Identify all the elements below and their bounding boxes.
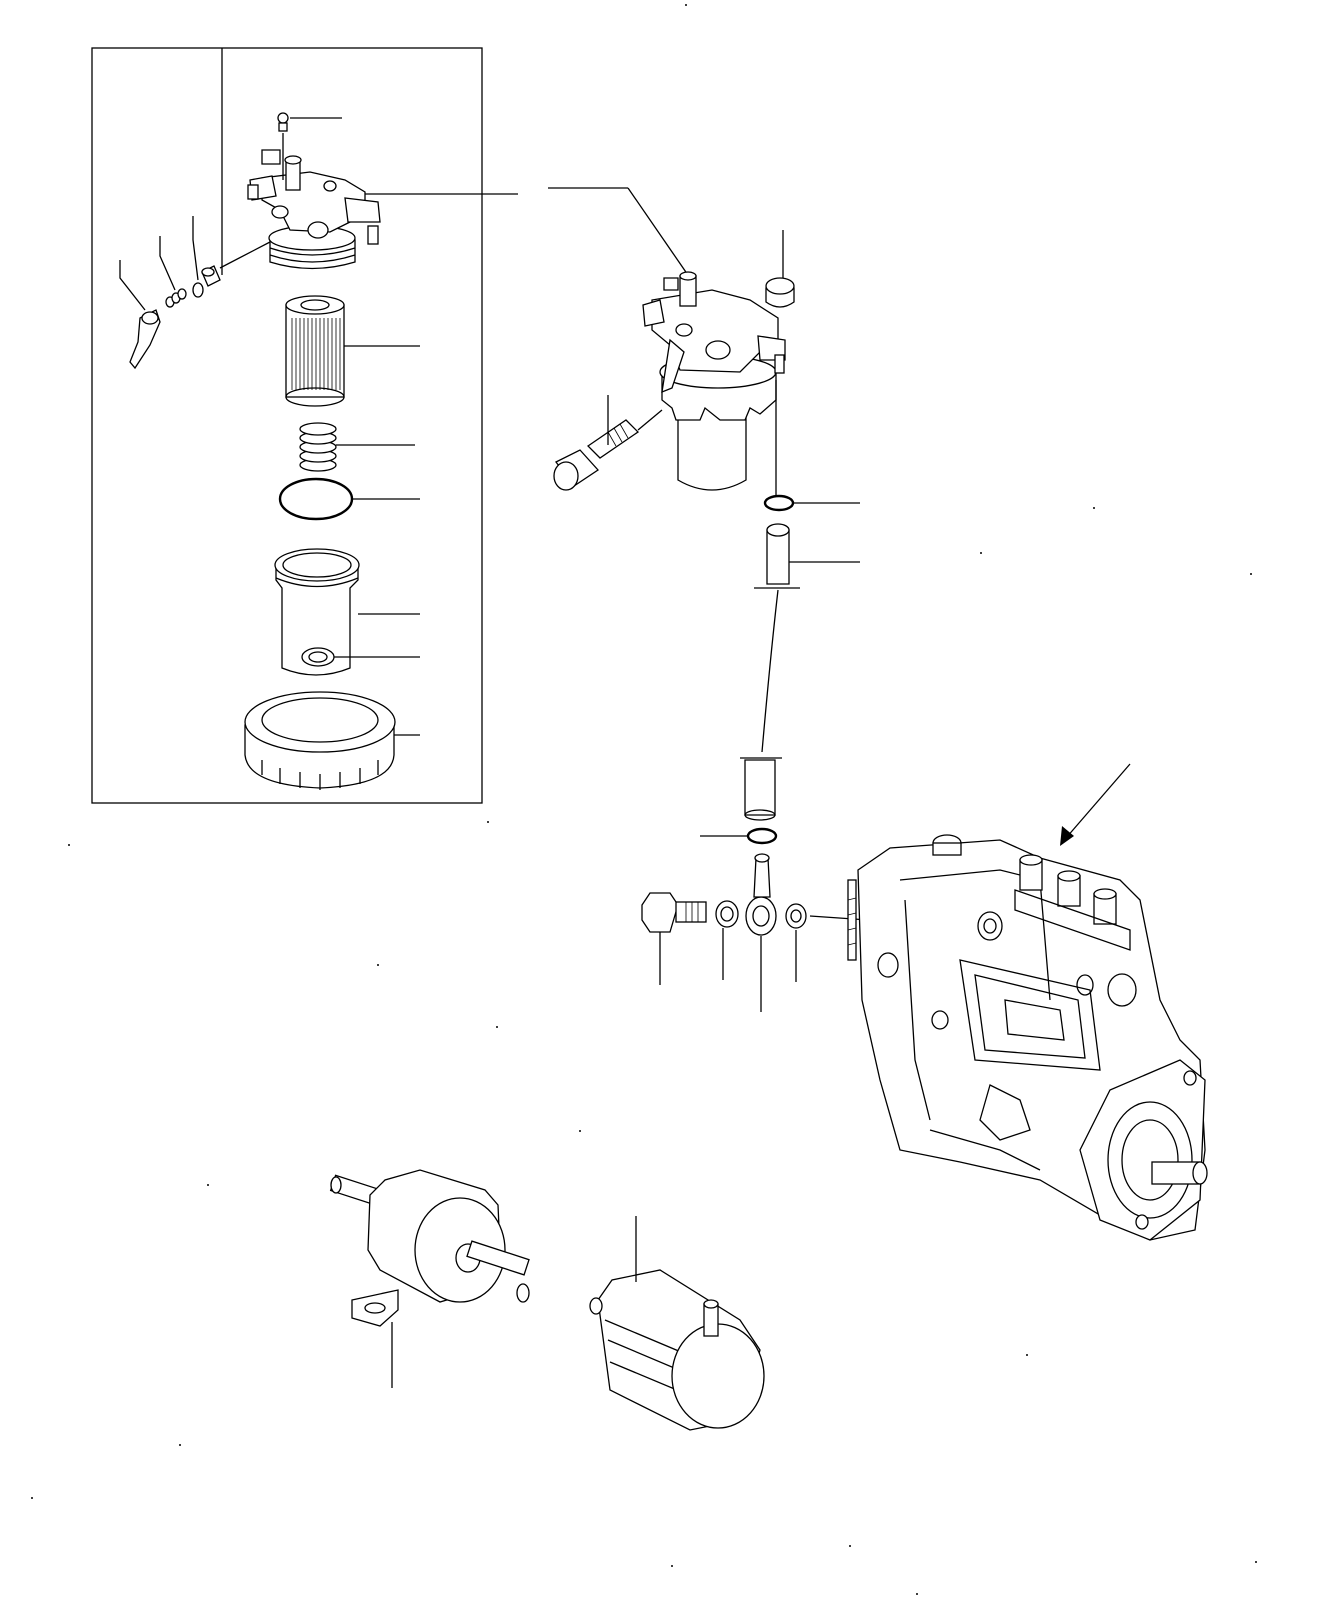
mounting-bolt	[553, 395, 663, 491]
leader-assembly-diag	[627, 187, 691, 279]
hose-clamp-upper	[763, 494, 860, 512]
pump-pointer-arrow	[1060, 763, 1131, 846]
o-ring-small	[192, 216, 204, 298]
cock-lever	[119, 260, 161, 370]
inline-fuel-filter	[329, 1169, 530, 1388]
pump-delivery-valves	[1014, 854, 1131, 951]
hose-clamp-lower	[700, 827, 778, 845]
pump-drive-flange	[1079, 1059, 1208, 1241]
filter-element	[285, 295, 420, 407]
cap-sleeve	[765, 230, 795, 308]
banjo-bolt	[641, 892, 707, 985]
injection-pump	[847, 834, 1208, 1241]
vent-screw	[277, 112, 342, 132]
pump-stud	[847, 879, 857, 961]
spring-coil	[299, 422, 415, 472]
detail-frame	[91, 47, 483, 804]
fuel-filter-assembly	[642, 271, 786, 495]
packing	[201, 241, 271, 287]
filter-head-detail	[247, 133, 381, 270]
fuel-hose	[740, 523, 860, 821]
gasket-washer	[715, 900, 807, 982]
spring-detail	[159, 236, 187, 308]
filter-bowl	[274, 548, 420, 676]
bowl-seal	[301, 647, 420, 667]
o-ring	[278, 477, 420, 521]
fuel-strainer-pot	[589, 1216, 765, 1431]
retaining-ring-nut	[244, 691, 420, 790]
scan-specks	[31, 4, 1257, 1595]
